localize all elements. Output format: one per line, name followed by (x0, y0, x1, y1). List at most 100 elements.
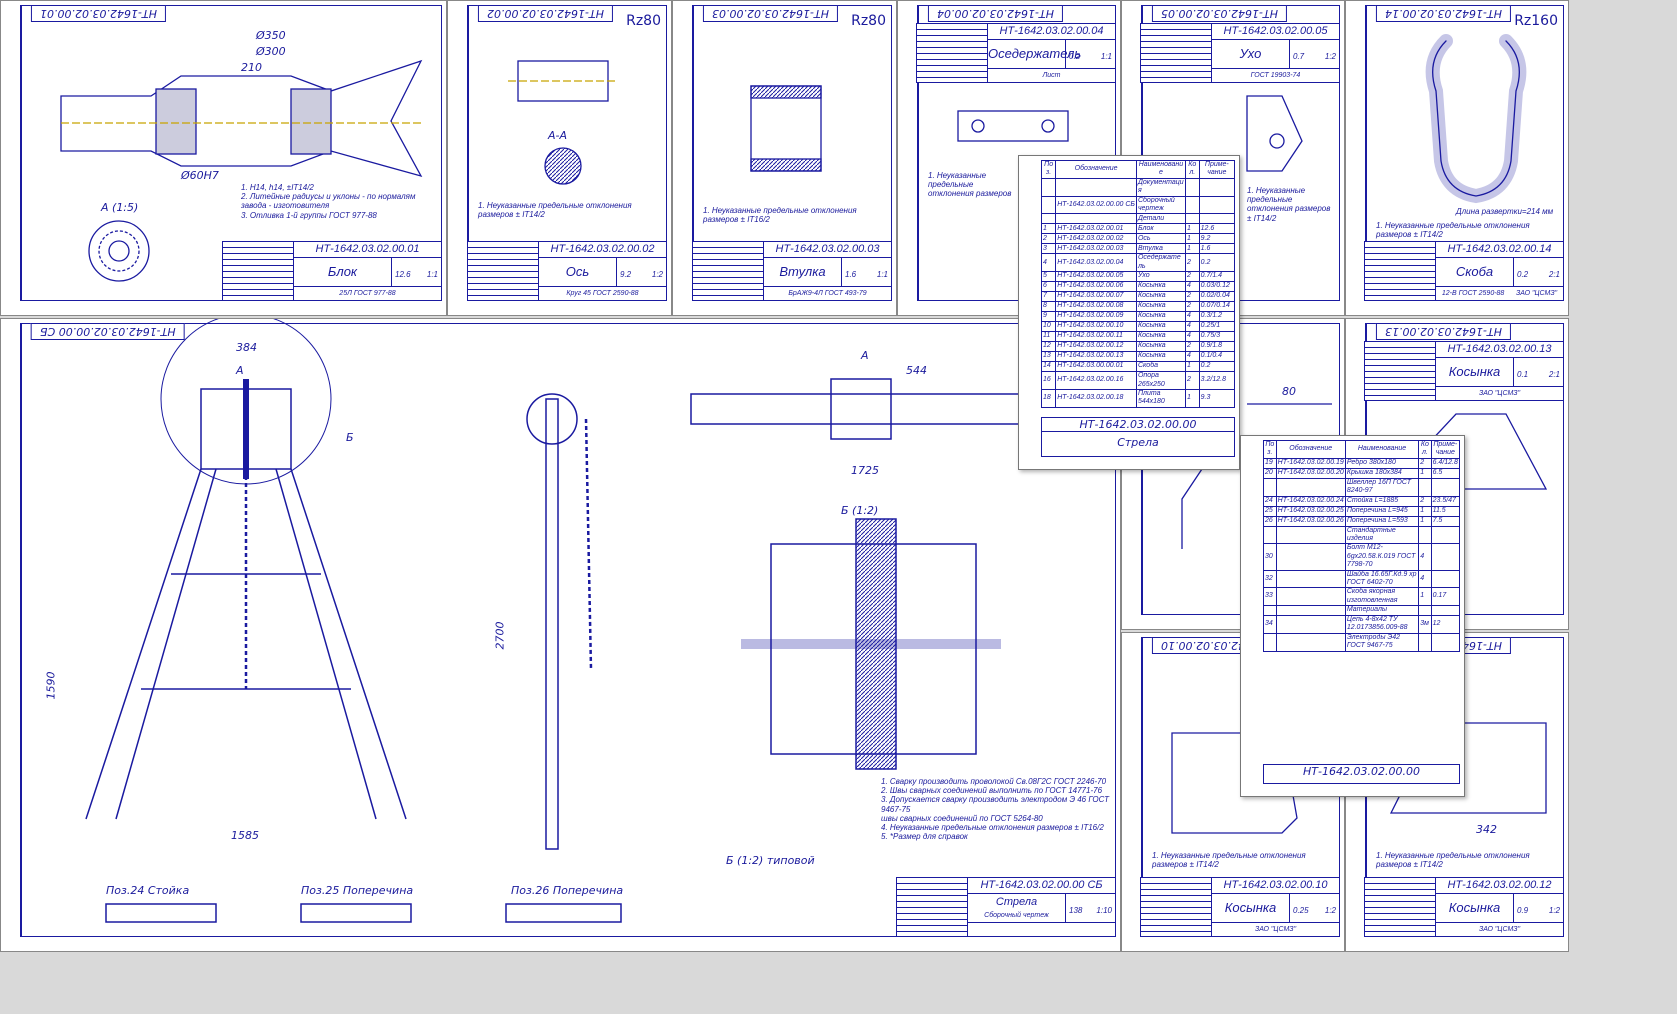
spec-cell: 5 (1040, 271, 1057, 283)
spec-cell: Косынка (1135, 321, 1186, 333)
material-row: ГОСТ 19903-74 (1211, 68, 1339, 82)
spec-header: Кол. (1418, 440, 1432, 459)
spec-cell: Косынка (1135, 281, 1186, 293)
bushing-drawing (750, 85, 822, 172)
spec-cell (1418, 477, 1432, 497)
drawing-code: НТ-1642.03.02.00.00 СБ (967, 878, 1115, 894)
spec-cell: НТ-1642.03.02.00.16 (1055, 371, 1137, 390)
spec-cell: 0.02/0.04 (1198, 291, 1236, 303)
spec-cell: 30 (1263, 543, 1277, 571)
spec-cell (1184, 177, 1200, 197)
roughness-symbol: Rz80 (851, 13, 886, 29)
view-a-label: А (236, 364, 244, 377)
spec-cell (1040, 213, 1057, 225)
spec-cell: 4 (1184, 311, 1200, 323)
sheet-blok: НТ-1642.03.02.00.01 Ø350 Ø300 210 Ø60H7 … (0, 0, 447, 316)
sidebar-stamp (452, 5, 468, 301)
spec-cell: 33 (1263, 587, 1277, 607)
scale: 1:2 (1324, 906, 1336, 915)
spec-cell: НТ-1642.03.02.00.12 (1055, 341, 1137, 353)
spec-cell (1263, 605, 1277, 617)
spec-cell: НТ-1642.03.02.00.08 (1055, 301, 1137, 313)
spec-cell: Болт М12-6gx20.58.К.019 ГОСТ 7798-70 (1344, 543, 1420, 571)
spec-cell: 4 (1040, 253, 1057, 273)
spec-cell: 0.7/1.4 (1198, 271, 1236, 283)
material: 12-В ГОСТ 2590-88 (1441, 290, 1505, 297)
material-row: ЗАО "ЦСМЗ" (1211, 922, 1339, 936)
spec-cell: НТ-1642.03.02.00.00 СБ (1055, 195, 1137, 215)
spec-cell: 0.9/1.8 (1198, 341, 1236, 353)
sheet-os: НТ-1642.03.02.00.02 Rz80 А-А 1. Неуказан… (447, 0, 672, 316)
spec-cell: 0.25/1 (1198, 321, 1236, 333)
spec-cell: 12 (1040, 341, 1057, 353)
spec-cell: Блок (1135, 223, 1186, 235)
spec-cell: НТ-1642.03.02.00.05 (1055, 271, 1137, 283)
drawing-code: НТ-1642.03.02.00.02 (538, 242, 666, 258)
spec-cell: Плита 544x180 (1135, 388, 1186, 408)
spec-cell: 0.75/3 (1198, 331, 1236, 343)
spec-cell: 0.3/1.2 (1198, 311, 1236, 323)
spec-cell: 2 (1184, 291, 1200, 303)
spec-cell (1430, 543, 1461, 571)
spec-cell: 1 (1040, 223, 1057, 235)
drawing-code: НТ-1642.03.02.00.12 (1435, 878, 1563, 894)
spec-header: Наименование (1344, 440, 1420, 459)
spec-cell: 3.2/12.8 (1198, 371, 1236, 390)
spec-header: Приме- чание (1198, 160, 1236, 179)
spec-cell: 24 (1263, 495, 1277, 507)
spec-cell: 0.17 (1430, 587, 1461, 607)
part-name: Ухо (1211, 40, 1289, 68)
spec-cell: Опора 265x250 (1135, 371, 1186, 390)
drawing-code: НТ-1642.03.02.00.04 (987, 24, 1115, 40)
spec-cell: 1 (1184, 388, 1200, 408)
detail-b-label: Б (1:2) (841, 504, 879, 517)
dim-1725: 1725 (851, 464, 879, 477)
spec-cell: 32 (1263, 569, 1277, 589)
spec-cell: Косынка (1135, 341, 1186, 353)
spec-cell: Крышка 180x384 (1344, 467, 1420, 479)
spec-cell: НТ-1642.03.02.00.18 (1055, 388, 1137, 408)
company: ЗАО "ЦСМЗ" (1254, 926, 1297, 933)
spec-cell (1418, 605, 1432, 617)
sidebar-stamp (5, 323, 21, 937)
spec-cell: 1 (1184, 223, 1200, 235)
scale: 1:2 (1324, 52, 1336, 61)
spec-cell: НТ-1642.03.02.00.13 (1055, 351, 1137, 363)
spec-cell: 7 (1040, 291, 1057, 303)
scale: 1:1 (876, 270, 888, 279)
spec-cell: 16 (1040, 371, 1057, 390)
mass: 1.6 (845, 270, 857, 279)
spec-cell: Косынка (1135, 291, 1186, 303)
dim-2700: 2700 (493, 621, 507, 650)
spec-cell (1198, 213, 1236, 225)
spec-cell: Сборочный чертеж (1135, 195, 1186, 215)
material-row: ЗАО "ЦСМЗ" (1435, 386, 1563, 400)
mass: 12.6 (395, 270, 411, 279)
spec-cell: 23.5/47 (1430, 495, 1461, 507)
spec-header: Обозначение (1275, 440, 1346, 459)
spec-cell: 3 (1040, 243, 1057, 255)
spec-cell: Стойка L=1885 (1344, 495, 1420, 507)
spec-cell: 0.03/0.12 (1198, 281, 1236, 293)
sheet-skoba: НТ-1642.03.02.00.14 Rz160 Длина развертк… (1345, 0, 1569, 316)
spec-cell: 9 (1040, 311, 1057, 323)
tb-grid (897, 878, 967, 936)
spec-cell: 2 (1418, 495, 1432, 507)
notes: 1. Неуказанные предельные отклонения раз… (1376, 851, 1530, 870)
sheet-assembly: НТ-1642.03.02.00.00 СБ А Б А Б (1:2) Б (… (0, 318, 1121, 952)
spec-cell: НТ-1642.03.02.00.09 (1055, 311, 1137, 323)
